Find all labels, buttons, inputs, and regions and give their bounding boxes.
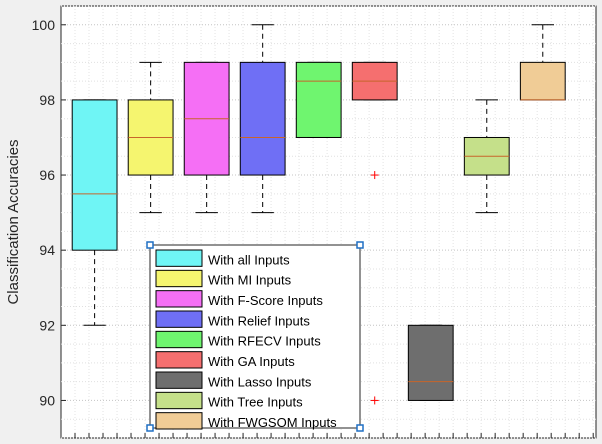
y-axis: 90 92 94 96 98 100: [32, 17, 66, 408]
legend-resize-handle[interactable]: [356, 241, 364, 249]
legend-swatch: [155, 371, 203, 389]
y-tick-label: 92: [39, 317, 55, 333]
legend-label: With GA Inputs: [208, 354, 295, 369]
y-tick-label: 94: [39, 242, 55, 258]
legend-swatch: [155, 391, 203, 410]
box-5: [295, 61, 342, 138]
box-2: [127, 61, 174, 214]
box-body: [519, 61, 566, 101]
legend-label: With RFECV Inputs: [208, 334, 321, 349]
box-body: [295, 61, 342, 138]
legend-swatch: [155, 249, 203, 267]
y-tick-label: 98: [39, 92, 55, 108]
x-ticks: [74, 433, 594, 438]
legend-resize-handle[interactable]: [356, 424, 364, 432]
box-4: [239, 24, 286, 214]
y-tick-label: 90: [39, 392, 55, 408]
y-tick-label: 100: [32, 17, 56, 33]
boxes: [71, 24, 566, 401]
legend-swatch: [155, 330, 203, 349]
legend-label: With Lasso Inputs: [208, 374, 312, 389]
y-tick-label: 96: [39, 167, 55, 183]
outlier-marker: [370, 171, 379, 180]
legend-label: With MI Inputs: [208, 273, 292, 288]
legend-swatch: [155, 412, 203, 430]
box-1: [71, 99, 118, 326]
legend-resize-handle[interactable]: [146, 241, 154, 249]
legend-swatch: [155, 269, 203, 288]
y-axis-label: Classification Accuracies: [5, 139, 22, 304]
box-body: [239, 61, 286, 176]
legend-label: With Tree Inputs: [208, 395, 303, 410]
legend-label: With Relief Inputs: [208, 313, 310, 328]
box-6: [351, 61, 398, 101]
box-body: [71, 99, 118, 251]
box-9: [519, 24, 566, 101]
box-3: [183, 61, 230, 214]
outliers: [370, 171, 379, 405]
legend-swatch: [155, 290, 203, 308]
outlier-marker: [370, 396, 379, 405]
box-7: [407, 324, 454, 401]
box-8: [463, 99, 510, 214]
legend-label: With FWGSOM Inputs: [208, 415, 337, 430]
legend-label: With F-Score Inputs: [208, 293, 323, 308]
legend-swatch: [155, 351, 203, 369]
legend-swatch: [155, 310, 203, 328]
legend-resize-handle[interactable]: [146, 424, 154, 432]
legend-label: With all Inputs: [208, 252, 290, 267]
box-body: [407, 324, 454, 401]
